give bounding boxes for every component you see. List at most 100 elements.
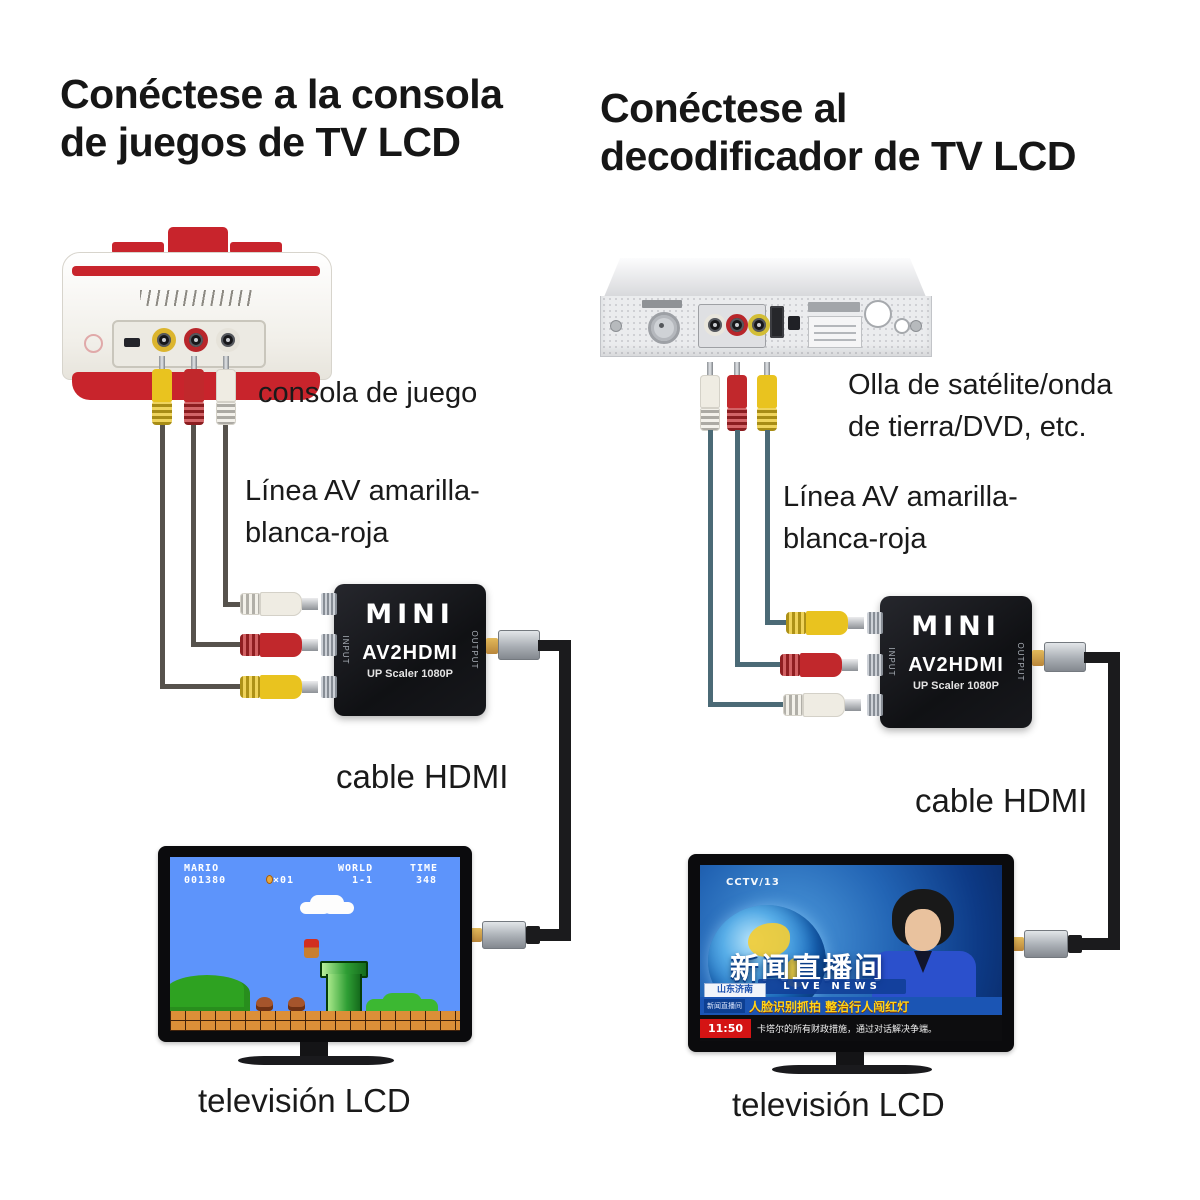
bush-sprite xyxy=(382,993,422,1011)
rca-hplug-yellow-icon xyxy=(786,611,864,635)
av-jack-yellow xyxy=(152,328,176,352)
stb-jack-red xyxy=(726,314,748,336)
hdmi-plug-gold-tip xyxy=(470,928,482,942)
stb-usb-port xyxy=(770,306,784,338)
av-cable-yellow xyxy=(160,425,165,687)
hdmi-cable-left xyxy=(538,640,571,651)
right-title-line1: Conéctese al xyxy=(600,85,847,131)
headline-bar: 新闻直播间 人脸识别抓拍 整治行人闯红灯 xyxy=(700,997,1002,1015)
rca-plug-white-icon xyxy=(216,356,236,425)
av-jack-red xyxy=(184,328,208,352)
av-line-label-right: Línea AV amarilla- blanca-roja xyxy=(783,481,1018,556)
tv-left-base xyxy=(238,1056,394,1065)
left-title: Conéctese a la consola de juegos de TV L… xyxy=(60,70,620,167)
stb-power-switch xyxy=(788,316,800,330)
strap-tag: 新闻直播间 xyxy=(704,999,745,1013)
hdmi-plug-gold-tip xyxy=(1032,650,1044,666)
converter-output-label: OUTPUT xyxy=(470,630,479,670)
stb-top-face xyxy=(604,258,926,297)
coax-pin xyxy=(659,323,664,328)
hud-score: 001380 xyxy=(184,875,227,886)
stb-jack-yellow xyxy=(748,314,770,336)
time-badge: 11:50 xyxy=(700,1018,752,1038)
converter-input-jack xyxy=(321,593,337,615)
av-cable-yellow-right xyxy=(765,430,770,625)
converter-output-label: OUTPUT xyxy=(1016,642,1025,682)
hdmi-plug-boot xyxy=(526,926,540,944)
hdmi-plug-gold-tip xyxy=(486,638,498,654)
converter-scaler: UP Scaler 1080P xyxy=(912,680,1000,692)
stb-screw xyxy=(910,320,922,332)
ticker-text: 卡塔尔的所有财政措施，通过对话解决争端。 xyxy=(757,1024,938,1035)
stb-port-label xyxy=(642,300,682,308)
source-label: Olla de satélite/onda de tierra/DVD, etc… xyxy=(848,369,1113,444)
rca-plug-white-icon xyxy=(700,362,720,431)
tv-label-left: televisión LCD xyxy=(198,1082,411,1119)
converter-input-jack xyxy=(321,676,337,698)
hdmi-plug-gold-tip xyxy=(1012,937,1024,951)
hdmi-cable-label-left: cable HDMI xyxy=(336,758,509,795)
av-cable-red xyxy=(191,425,196,647)
mario-sprite xyxy=(304,939,319,958)
rca-plug-yellow-icon xyxy=(152,356,172,425)
hdmi-cable-right xyxy=(1084,652,1120,663)
anchor-face xyxy=(905,909,941,951)
news-screen: CCTV/13 新闻直播间 LIVE NEWS 山东济南 新闻直播间 人脸识别抓… xyxy=(700,865,1002,1041)
hdmi-plug-to-tv-left xyxy=(482,921,526,949)
rca-plug-yellow-icon xyxy=(757,362,777,431)
hdmi-cable-right-vertical xyxy=(1108,652,1120,950)
cloud-sprite xyxy=(310,895,344,911)
hud-world-value: 1-1 xyxy=(352,875,374,886)
stb-badge-round xyxy=(864,300,892,328)
converter-model: AV2HDMI xyxy=(362,642,458,664)
stb-badge-small xyxy=(894,318,910,334)
right-title: Conéctese al decodificador de TV LCD xyxy=(600,84,1180,181)
converter-scaler: UP Scaler 1080P xyxy=(366,668,454,680)
av-jack-white xyxy=(216,328,240,352)
brick-ground xyxy=(170,1011,460,1031)
av-cable-white-right xyxy=(708,430,713,707)
av-cable-red-h xyxy=(191,642,243,647)
console-vents xyxy=(140,290,252,306)
ticker-bar: 11:50 卡塔尔的所有财政措施，通过对话解决争端。 xyxy=(700,1015,1002,1041)
hud-time-label: TIME xyxy=(410,863,439,874)
av-line-label-left: Línea AV amarilla- blanca-roja xyxy=(245,475,480,550)
console-label: consola de juego xyxy=(258,377,478,409)
converter-input-label: INPUT xyxy=(341,635,350,665)
stb-screw xyxy=(610,320,622,332)
left-title-line2: de juegos de TV LCD xyxy=(60,119,461,166)
converter-model: AV2HDMI xyxy=(908,654,1004,676)
av-cable-red-right-h xyxy=(735,662,785,667)
tv-left-neck xyxy=(300,1042,328,1056)
hdmi-plug-icon xyxy=(1044,642,1086,672)
hdmi-cable-left-vertical xyxy=(559,640,571,941)
left-title-line1: Conéctese a la consola xyxy=(60,71,503,117)
converter-input-jack xyxy=(867,654,883,676)
hdmi-cable-label-right: cable HDMI xyxy=(915,782,1088,819)
hdmi-plug-to-tv-right xyxy=(1024,930,1068,958)
mario-game-screen: MARIO 001380 ×01 WORLD 1-1 TIME 348 xyxy=(170,857,460,1031)
channel-logo: CCTV/13 xyxy=(726,877,780,888)
stb-jack-white xyxy=(704,314,726,336)
hud-time-value: 348 xyxy=(416,875,438,886)
hud-coins: ×01 xyxy=(266,875,294,886)
headline-text: 人脸识别抓拍 整治行人闯红灯 xyxy=(749,999,910,1014)
tv-right-neck xyxy=(836,1052,864,1065)
console-usb-port xyxy=(124,338,140,347)
av-cable-white xyxy=(223,425,228,607)
rca-hplug-yellow-icon xyxy=(240,675,318,699)
converter-brand: MINI xyxy=(365,599,455,630)
console-red-stripe xyxy=(72,266,320,276)
hdmi-plug-icon xyxy=(498,630,540,660)
rca-hplug-red-icon xyxy=(240,633,318,657)
goomba-sprite xyxy=(288,997,305,1011)
pipe-body xyxy=(326,974,362,1013)
rca-plug-red-icon xyxy=(184,356,204,425)
converter-brand: MINI xyxy=(911,611,1001,642)
tv-right-base xyxy=(772,1065,932,1074)
hud-world-label: WORLD xyxy=(338,863,374,874)
converter-input-jack xyxy=(867,694,883,716)
av-cable-white-right-h xyxy=(708,702,786,707)
av-cable-yellow-right-h xyxy=(765,620,790,625)
